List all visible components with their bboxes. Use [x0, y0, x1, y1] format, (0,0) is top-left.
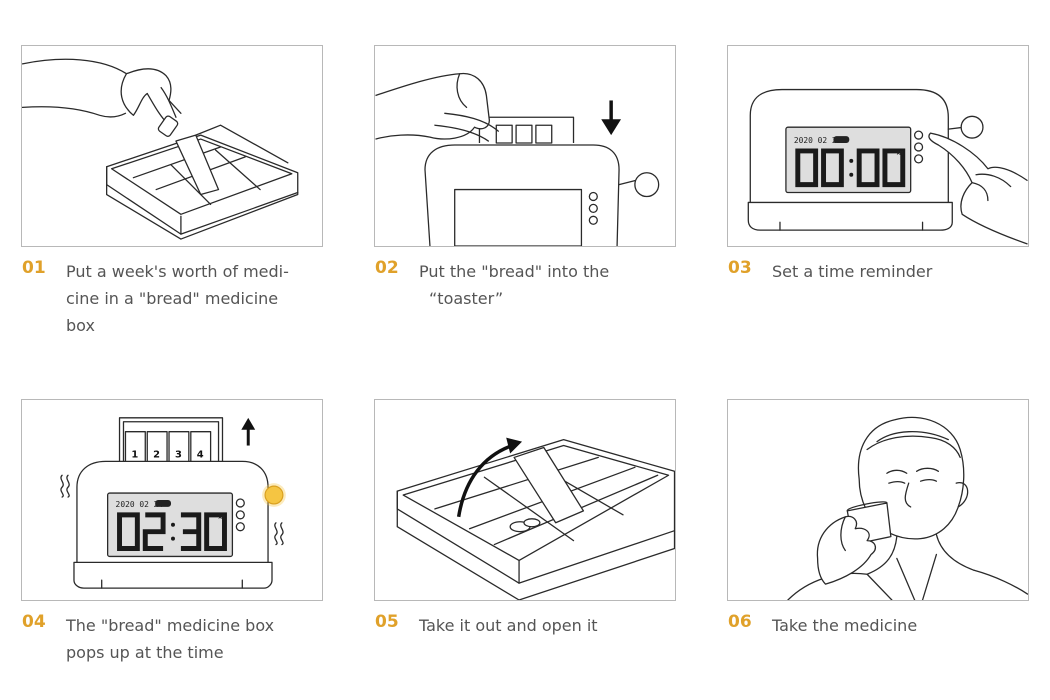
date-readout: 2020 02 24: [116, 500, 164, 509]
step-06-illustration: [727, 399, 1029, 601]
step-number: 02: [375, 258, 399, 278]
step-caption: Take the medicine: [772, 616, 918, 635]
step-caption: Take it out and open it: [419, 616, 598, 635]
step-number: 05: [375, 612, 399, 632]
slot-1-label: 1: [131, 449, 138, 460]
step-number: 04: [22, 612, 46, 632]
step-03-illustration: 2020 02 24 AM: [727, 45, 1029, 247]
step-02-illustration: [374, 45, 676, 247]
step-caption: Put the "bread" into the “toaster”: [419, 262, 610, 308]
date-readout: 2020 02 24: [794, 136, 842, 145]
step-01-illustration: [21, 45, 323, 247]
clock-digits: [795, 148, 906, 188]
alarm-knob: [264, 485, 284, 505]
step-05-illustration: [374, 399, 676, 601]
step-caption: Put a week's worth of medi- cine in a "b…: [66, 262, 289, 335]
step-caption: Set a time reminder: [772, 262, 933, 281]
step-number: 06: [728, 612, 752, 632]
ampm-label: AM: [219, 515, 225, 521]
step-number: 01: [22, 258, 46, 278]
step-caption: The "bread" medicine box pops up at the …: [66, 616, 275, 662]
step-number: 03: [728, 258, 752, 278]
step-04-illustration: 1 2 3 4 2020 02 24 AM: [21, 399, 323, 601]
ampm-label: AM: [897, 151, 903, 157]
slot-2-label: 2: [153, 449, 160, 460]
slot-4-label: 4: [197, 449, 204, 460]
slot-3-label: 3: [175, 449, 182, 460]
clock-digits: [117, 512, 227, 551]
